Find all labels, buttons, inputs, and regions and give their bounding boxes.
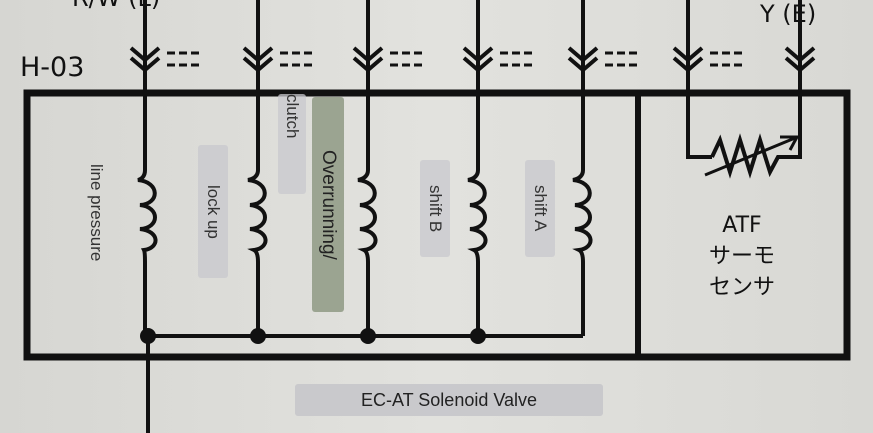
solenoid-label-overrunning: Overrunning/ — [312, 97, 344, 312]
sensor-label-3: センサ — [709, 275, 775, 300]
solenoid-label-shift-b: shift B — [420, 160, 450, 257]
solenoid-label-lock-up: lock up — [198, 145, 228, 278]
solenoid-coil-icon — [467, 0, 488, 336]
caption: EC-AT Solenoid Valve — [295, 384, 603, 416]
top-left-wire-label: R/W (L) — [72, 0, 160, 12]
solenoid-label-clutch: clutch — [278, 94, 306, 194]
top-right-wire-label: Y (E) — [759, 0, 816, 28]
thermistor-arrow — [704, 136, 796, 177]
solenoid-label-line-pressure: line pressure — [87, 163, 106, 262]
junction-dot — [470, 328, 486, 344]
sensor-label-1: ATF — [722, 213, 761, 238]
connector-label: H-03 — [20, 52, 84, 83]
junction-dot — [140, 328, 156, 344]
component-box — [23, 89, 851, 361]
sensor-wire-left — [686, 60, 712, 159]
solenoid-coil-icon — [137, 0, 158, 336]
junction-dot — [360, 328, 376, 344]
solenoid-label-shift-a: shift A — [525, 160, 555, 257]
solenoid-coil-icon — [247, 0, 268, 336]
solenoid-coil-icon — [357, 0, 378, 336]
sensor-label-2: サーモ — [709, 244, 775, 269]
solenoid-coil-icon — [572, 0, 593, 336]
junction-dot — [250, 328, 266, 344]
